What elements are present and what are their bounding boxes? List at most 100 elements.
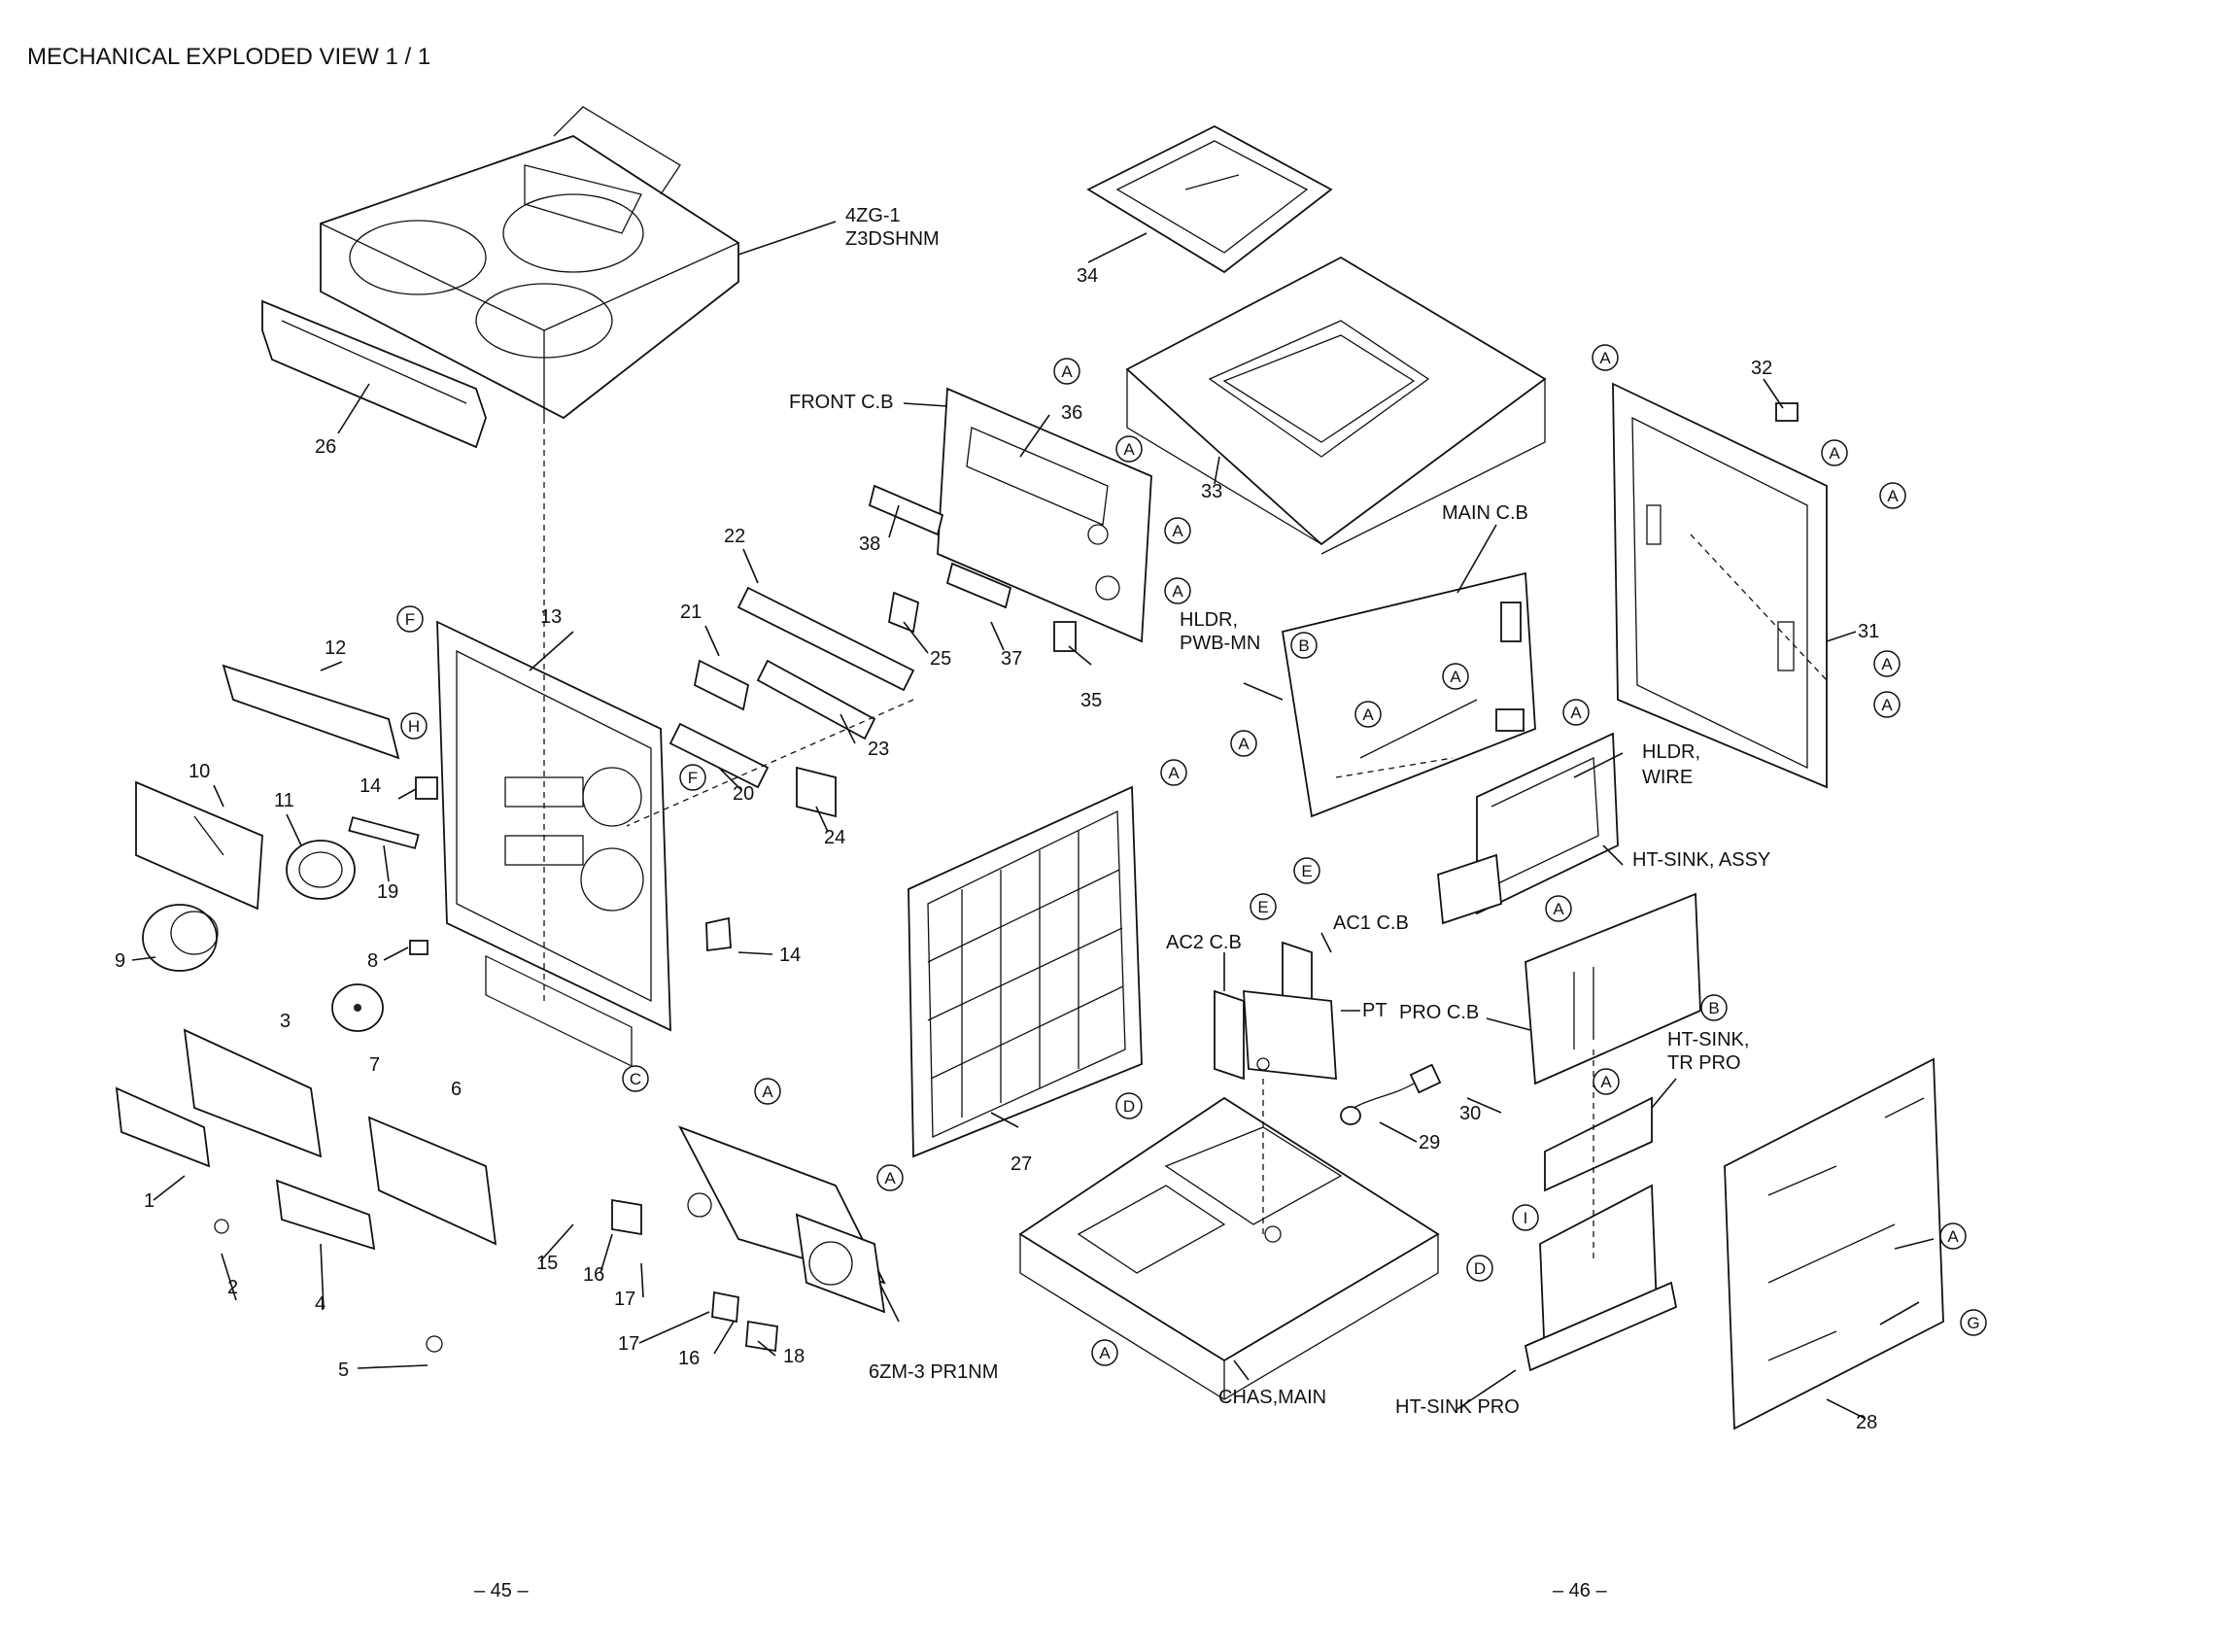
ht-sink-assy-label: HT-SINK, ASSY [1632, 849, 1770, 871]
part-number-labels: 1 2 3 4 5 6 7 8 9 10 11 12 13 14 14 15 1… [115, 265, 1879, 1433]
part-14-label-b: 14 [779, 945, 801, 966]
part-16-label-a: 16 [583, 1264, 604, 1286]
part-2-label: 2 [227, 1277, 238, 1298]
connector-a-marker: A [1873, 650, 1901, 677]
connector-b-marker: B [1700, 994, 1728, 1021]
svg-text:A: A [1881, 696, 1893, 714]
svg-text:A: A [1829, 444, 1840, 463]
leader-lines [131, 221, 1935, 1420]
connector-d-marker: D [1115, 1092, 1143, 1119]
svg-text:D: D [1474, 1259, 1486, 1278]
ht-sink-pro-label: HT-SINK PRO [1395, 1396, 1520, 1418]
svg-text:E: E [1301, 862, 1312, 880]
svg-text:G: G [1967, 1314, 1979, 1332]
part-9-label: 9 [115, 950, 125, 972]
ht-sink-tr-label-line1: HT-SINK, [1667, 1029, 1749, 1050]
top-cabinet-drawing [1125, 256, 1547, 555]
part-1-label: 1 [144, 1190, 154, 1212]
connector-a-marker: A [1821, 439, 1848, 466]
connector-i-marker: I [1512, 1204, 1539, 1231]
part-4-label: 4 [315, 1293, 325, 1315]
front-panel-drawing [436, 620, 671, 1067]
svg-text:A: A [762, 1083, 773, 1101]
connector-h-marker: H [400, 712, 428, 740]
connector-a-marker: A [1115, 435, 1143, 463]
cd-mechanism-drawing [320, 106, 739, 420]
ht-sink-tr-label-line2: TR PRO [1667, 1052, 1741, 1074]
svg-text:C: C [630, 1070, 641, 1088]
cassette-holders-drawing [115, 1028, 497, 1353]
part-26-label: 26 [315, 436, 336, 458]
connector-c-marker: C [622, 1065, 649, 1092]
connector-a-marker: A [1230, 730, 1257, 757]
rear-panel-31-drawing [1612, 382, 1828, 789]
cd-mech-label-line1: 4ZG-1 [845, 205, 901, 226]
connector-a-marker: A [1545, 895, 1572, 922]
svg-text:A: A [1599, 349, 1611, 367]
hldr-wire-label-line1: HLDR, [1642, 741, 1700, 763]
part-27-label: 27 [1011, 1153, 1032, 1175]
tray-panel-26-drawing [261, 299, 487, 449]
connector-a-marker: A [1160, 759, 1187, 786]
main-cb-drawing [1281, 571, 1536, 818]
svg-text:A: A [1570, 704, 1582, 722]
page-number-right: – 46 – [1553, 1580, 1607, 1601]
svg-text:E: E [1257, 898, 1268, 916]
connector-a-marker: A [754, 1078, 781, 1105]
hldr-pwb-label-line1: HLDR, [1180, 609, 1238, 631]
part-16-label-b: 16 [678, 1348, 700, 1369]
part-25-label: 25 [930, 648, 951, 670]
ac1-cb-label: AC1 C.B [1333, 912, 1409, 934]
page-number-left: – 45 – [474, 1580, 529, 1601]
grille-27-drawing [908, 785, 1143, 1158]
part-15-label: 15 [536, 1253, 558, 1274]
part-12-label: 12 [325, 637, 346, 659]
part-37-label: 37 [1001, 648, 1022, 670]
connector-a-marker: A [1164, 517, 1191, 544]
top-pad-34-drawing [1086, 124, 1333, 274]
svg-text:A: A [1553, 900, 1564, 918]
connector-a-marker: A [1053, 358, 1080, 385]
part-11-label: 11 [274, 790, 294, 811]
connector-a-marker: A [1442, 663, 1469, 690]
svg-text:A: A [1947, 1227, 1959, 1246]
part-3-label: 3 [280, 1011, 291, 1032]
part-36-label: 36 [1061, 402, 1082, 424]
svg-text:A: A [1099, 1344, 1111, 1362]
part-19-label: 19 [377, 881, 398, 903]
ht-sink-pro-drawing [1524, 1184, 1678, 1372]
svg-text:A: A [1450, 668, 1461, 686]
part-14-label-a: 14 [360, 775, 381, 797]
svg-text:A: A [1238, 735, 1250, 753]
pro-cb-label: PRO C.B [1399, 1002, 1479, 1023]
svg-text:A: A [1172, 522, 1183, 540]
connector-a-marker: A [1592, 344, 1619, 371]
part-5-label: 5 [338, 1359, 349, 1381]
tape-mech-label: 6ZM-3 PR1NM [869, 1361, 998, 1383]
part-29-label: 29 [1419, 1132, 1440, 1153]
connector-f-marker: F [396, 605, 424, 633]
panel-12-drawing [222, 664, 400, 760]
connector-a-marker: A [1164, 577, 1191, 604]
ac-boards-pt-drawing [1214, 941, 1337, 1081]
ac2-cb-label: AC2 C.B [1166, 932, 1242, 953]
svg-text:F: F [688, 769, 698, 787]
tape-mechanism-drawing [611, 1125, 886, 1353]
svg-text:A: A [1881, 655, 1893, 673]
svg-text:A: A [884, 1169, 896, 1187]
connector-e-marker: E [1293, 857, 1320, 884]
connector-a-marker: A [1562, 699, 1590, 726]
part-35-label: 35 [1080, 690, 1102, 711]
part-22-label: 22 [724, 526, 745, 547]
button-strips-drawing [668, 586, 920, 818]
window-10-drawing [135, 780, 263, 911]
part-7-label: 7 [369, 1054, 380, 1076]
svg-text:B: B [1708, 999, 1719, 1017]
page-title: MECHANICAL EXPLODED VIEW 1 / 1 [27, 44, 430, 70]
part-33-label: 33 [1201, 481, 1222, 502]
ht-sink-assy-drawing [1437, 732, 1619, 925]
connector-a-marker: A [876, 1164, 904, 1191]
connector-a-marker: A [1939, 1222, 1967, 1250]
part-34-label: 34 [1077, 265, 1098, 287]
